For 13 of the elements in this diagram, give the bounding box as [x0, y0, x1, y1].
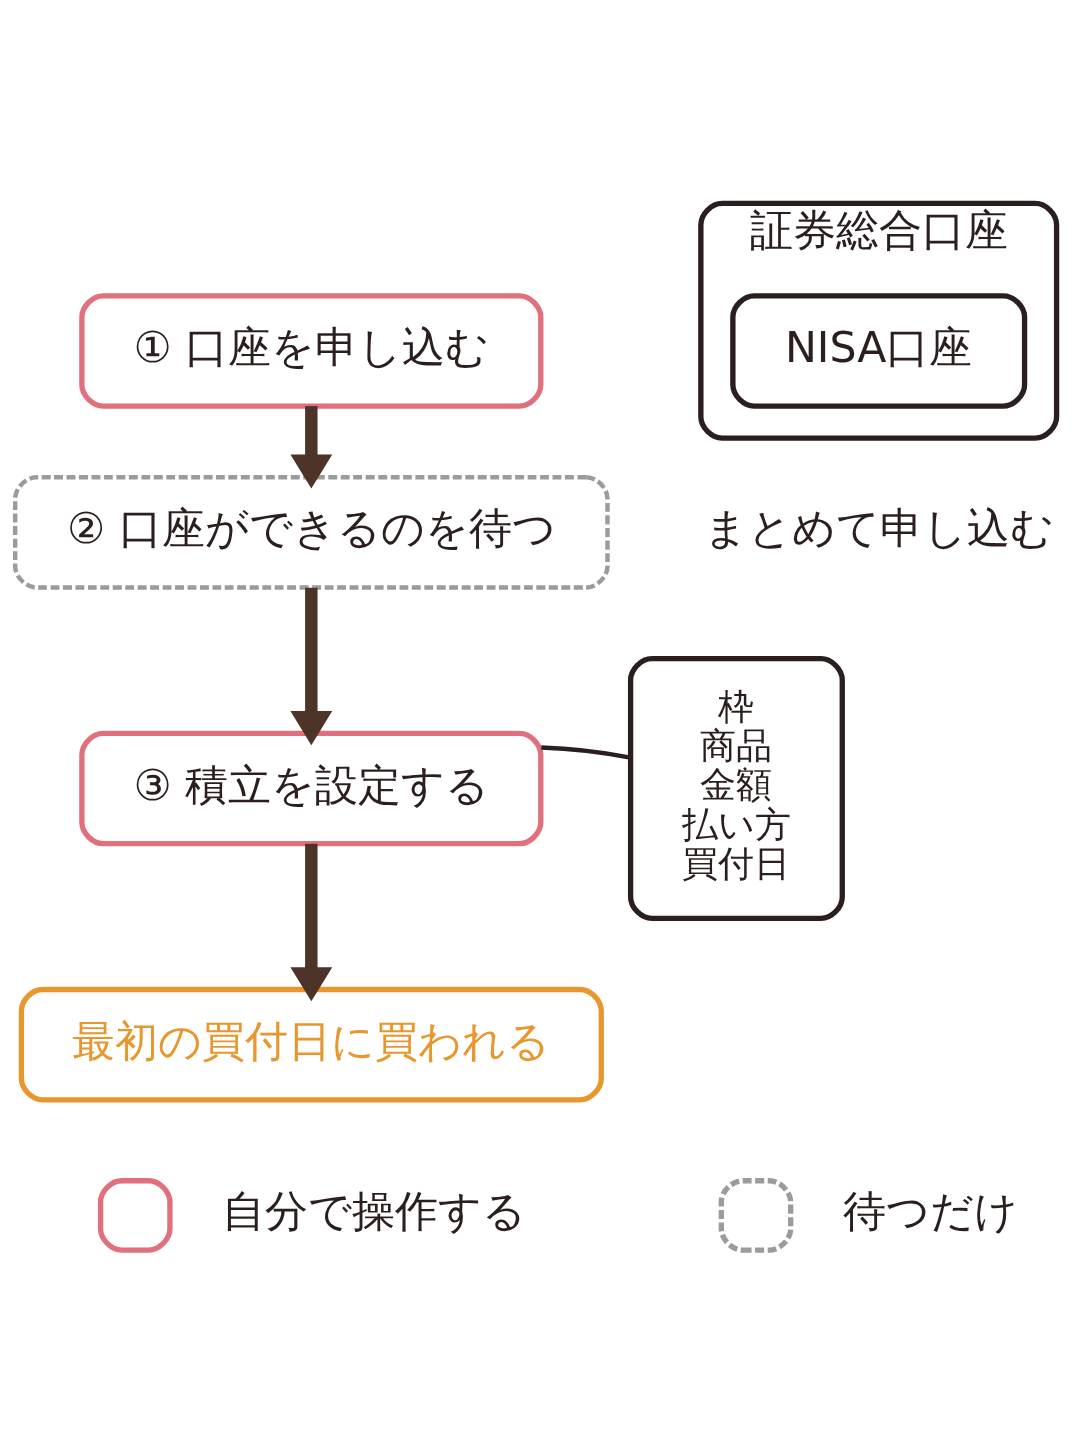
arrow	[290, 587, 333, 746]
node-label: まとめて申し込む	[703, 503, 1054, 554]
arrow	[290, 406, 333, 489]
node-box: 枠 商品 金額 払い方 買付日	[627, 656, 845, 922]
arrow	[290, 843, 333, 1002]
legend-label: 待つだけ	[843, 1186, 1019, 1237]
node-box: ③ 積立を設定する	[79, 730, 544, 847]
connector	[541, 745, 631, 760]
node-box: ② 口座ができるのを待つ	[12, 475, 610, 590]
node-box: NISA口座	[730, 293, 1028, 409]
node-box: ① 口座を申し込む	[79, 293, 544, 409]
node-box: 最初の買付日に買われる	[18, 986, 604, 1103]
legend-label: 自分で操作する	[222, 1186, 527, 1237]
